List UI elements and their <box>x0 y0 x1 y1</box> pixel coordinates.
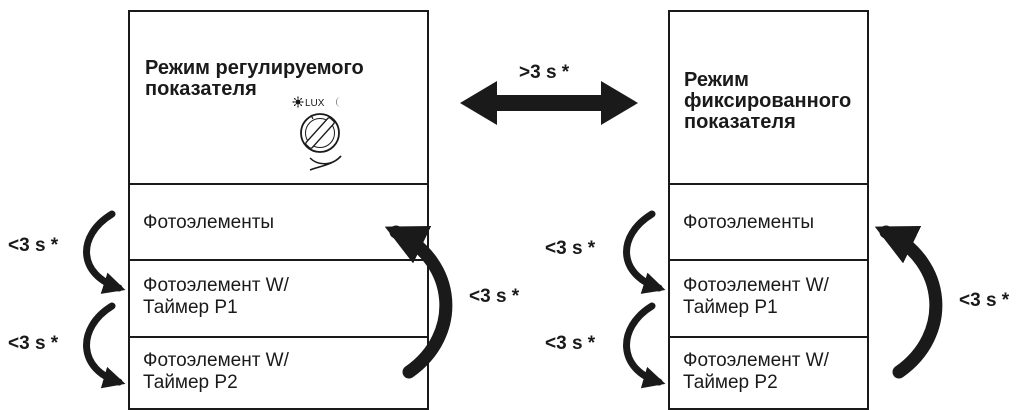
right-row-photocells: Фотоэлементы <box>683 212 815 233</box>
right-return-label: <3 s * <box>959 290 1010 311</box>
mode-switch-double-arrow <box>460 81 638 125</box>
right-step-label-2: <3 s * <box>545 333 596 354</box>
left-mode-panel <box>128 10 429 410</box>
lux-dial-icon: LUX <box>292 96 342 171</box>
right-step-label-1: <3 s * <box>545 238 596 259</box>
left-step-arrow-1 <box>83 210 126 294</box>
right-step-arrow-1 <box>623 210 666 294</box>
right-return-arrow <box>874 225 943 379</box>
right-row-photocell-timer-p2: Фотоэлемент W/ Таймер P2 <box>683 350 829 393</box>
left-step-arrow-2 <box>83 302 126 389</box>
dial-lux-label: LUX <box>305 98 325 109</box>
right-row-divider-2 <box>668 336 869 338</box>
left-step-label-2: <3 s * <box>8 333 59 354</box>
moon-icon <box>336 97 341 107</box>
left-return-arrow <box>384 225 453 379</box>
right-mode-panel <box>668 10 869 410</box>
right-step-arrow-2 <box>623 302 666 389</box>
right-row-divider-1 <box>668 259 869 261</box>
left-header-divider <box>128 183 429 185</box>
left-row-divider-1 <box>128 259 429 261</box>
left-row-divider-2 <box>128 336 429 338</box>
right-row-photocell-timer-p1: Фотоэлемент W/ Таймер P1 <box>683 275 829 318</box>
left-row-photocell-timer-p2: Фотоэлемент W/ Таймер P2 <box>143 350 289 393</box>
left-step-label-1: <3 s * <box>8 235 59 256</box>
right-panel-title: Режим фиксированного показателя <box>684 69 852 133</box>
left-row-photocell-timer-p1: Фотоэлемент W/ Таймер P1 <box>143 275 289 318</box>
sun-icon <box>292 96 304 108</box>
switch-mode-label: >3 s * <box>519 62 570 83</box>
right-header-divider <box>668 183 869 185</box>
left-return-label: <3 s * <box>469 286 520 307</box>
left-panel-title: Режим регулируемого показателя <box>145 57 364 100</box>
left-row-photocells: Фотоэлементы <box>143 212 275 233</box>
